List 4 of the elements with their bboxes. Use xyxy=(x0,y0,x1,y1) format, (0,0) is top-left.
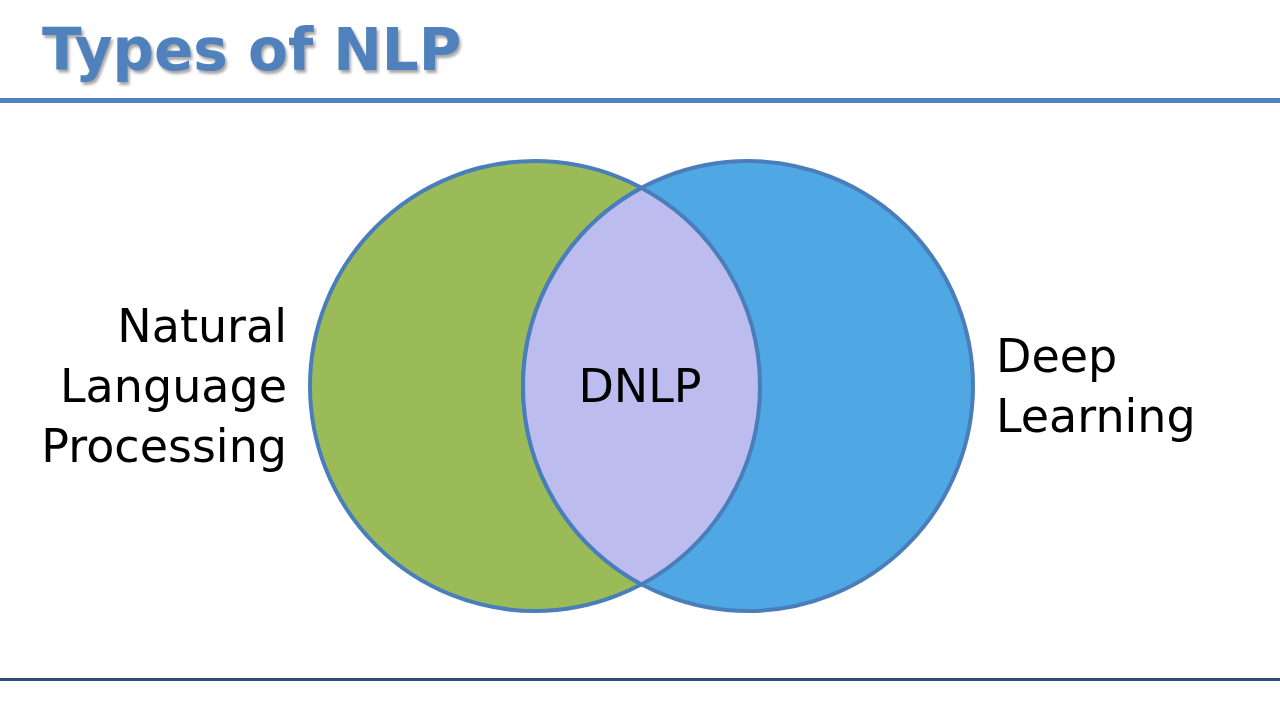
overlap-label: DNLP xyxy=(577,358,703,415)
set-label: Deep Learning xyxy=(996,328,1197,445)
slide-title: Types of NLP xyxy=(42,15,462,86)
set-label: Natural Language Processing xyxy=(40,298,287,475)
